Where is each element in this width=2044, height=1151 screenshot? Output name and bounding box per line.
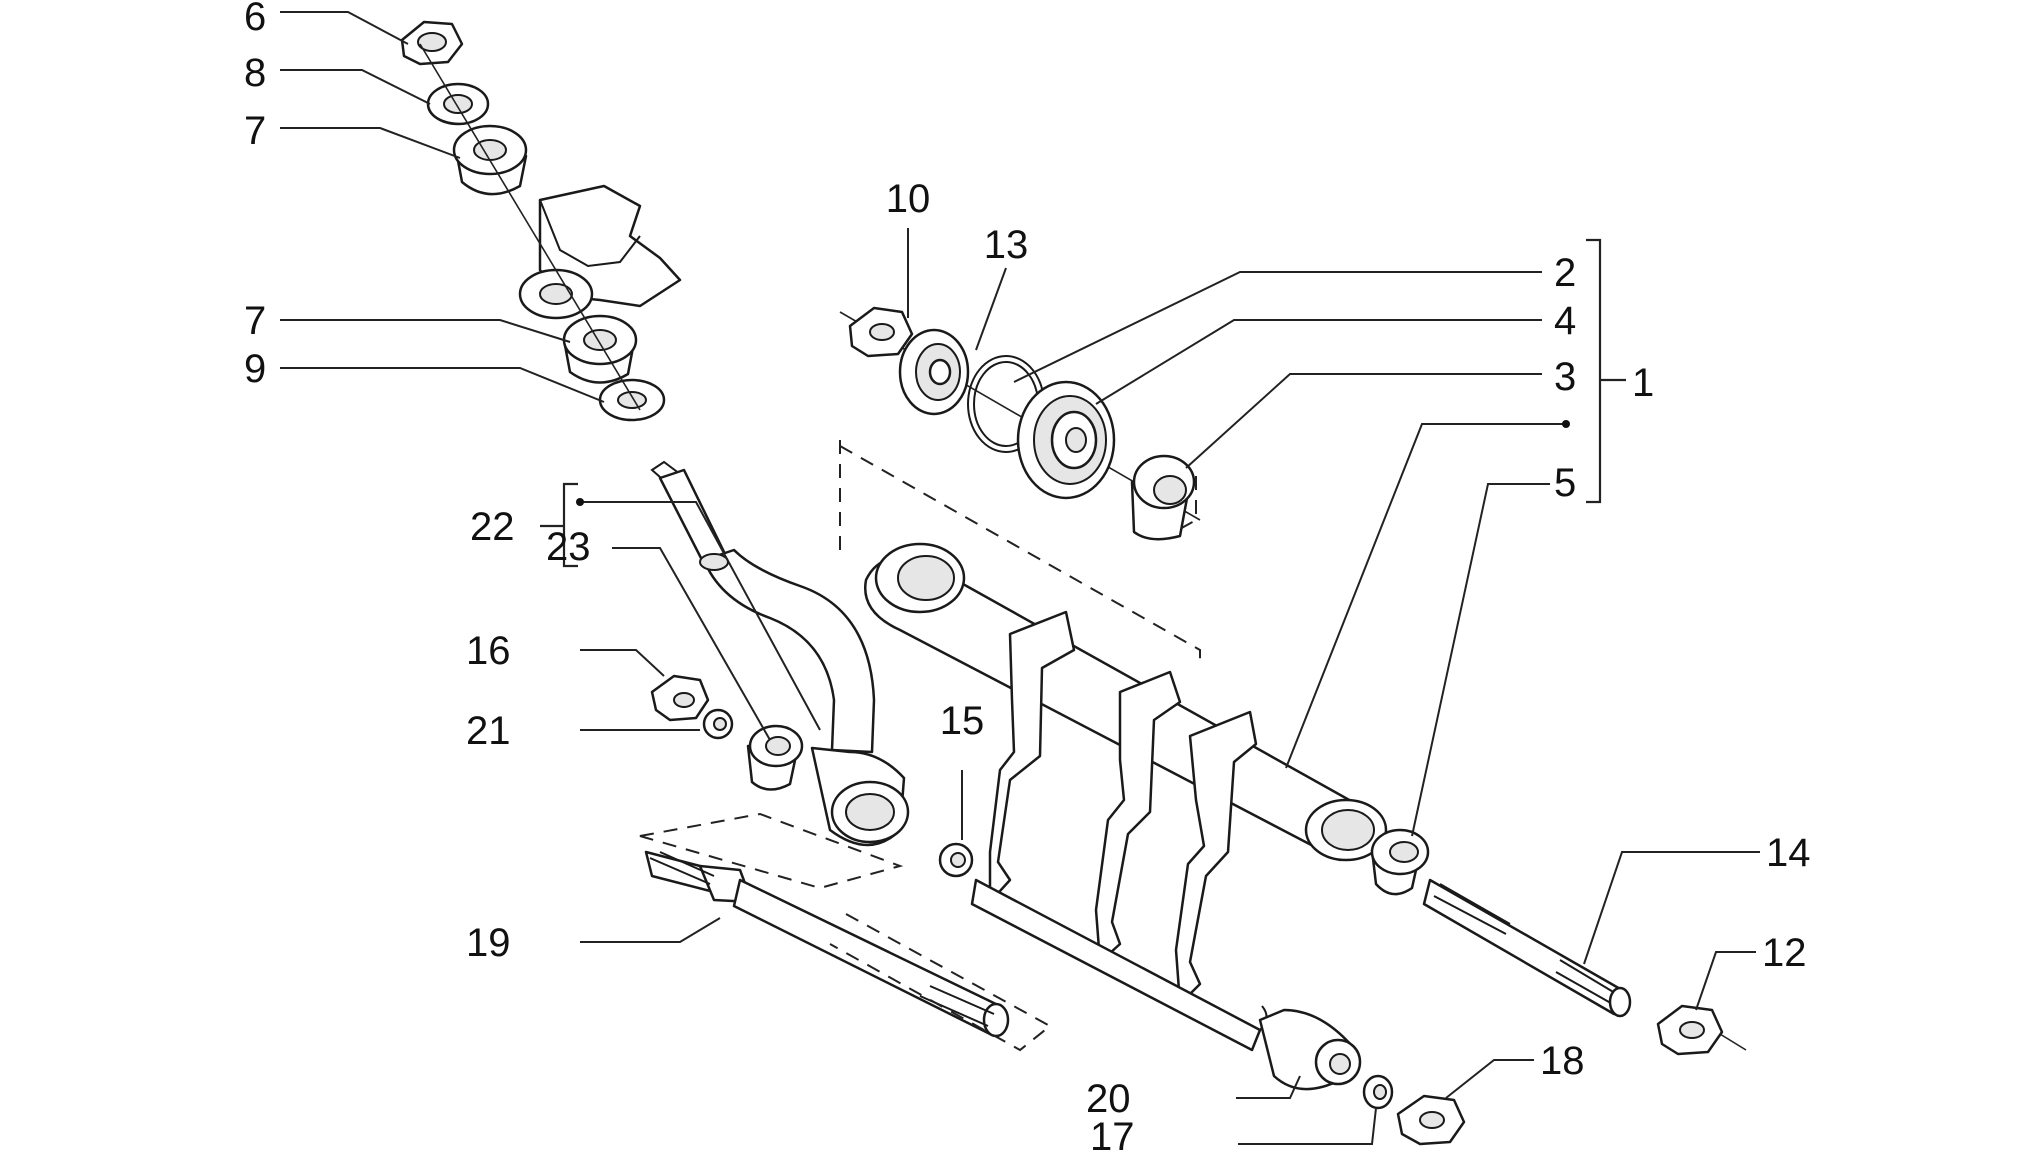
bracket-group-22 bbox=[540, 482, 578, 568]
callout-5: 5 bbox=[1554, 461, 1576, 505]
part-steering-bracket bbox=[518, 184, 682, 320]
part-washer-15 bbox=[938, 842, 974, 878]
callout-4: 4 bbox=[1554, 299, 1576, 343]
bearing-set-1 bbox=[839, 306, 1201, 541]
callout-labels: 6 8 7 7 9 10 13 2 4 3 1 5 22 23 16 21 15… bbox=[244, 0, 1811, 1151]
part-bearing-4 bbox=[1016, 380, 1116, 500]
callout-13: 13 bbox=[984, 223, 1029, 267]
bracket-group-1 bbox=[1586, 238, 1626, 504]
part-bushing-5 bbox=[1370, 828, 1430, 896]
callout-10: 10 bbox=[886, 177, 931, 221]
callout-7-upper: 7 bbox=[244, 109, 266, 153]
callout-9: 9 bbox=[244, 347, 266, 391]
part-washer-9 bbox=[598, 378, 666, 422]
part-washer-8 bbox=[426, 82, 490, 126]
callout-14: 14 bbox=[1766, 831, 1811, 875]
callout-1: 1 bbox=[1632, 361, 1654, 405]
callout-21: 21 bbox=[466, 709, 511, 753]
part-nut-6 bbox=[400, 20, 464, 66]
part-bushing-7-lower bbox=[562, 314, 638, 384]
part-seal-13 bbox=[898, 328, 970, 416]
callout-6: 6 bbox=[244, 0, 266, 39]
part-bolt-14 bbox=[1422, 878, 1632, 1018]
part-spacer-20 bbox=[1258, 1008, 1362, 1091]
part-bushing-3 bbox=[1130, 454, 1196, 541]
callout-3: 3 bbox=[1554, 355, 1576, 399]
part-bushing-7-upper bbox=[452, 124, 528, 196]
part-swingarm-frame-1 bbox=[839, 440, 1388, 1052]
part-washer-17 bbox=[1362, 1074, 1394, 1110]
part-nut-10 bbox=[848, 306, 914, 358]
callout-20: 20 bbox=[1086, 1077, 1131, 1121]
callout-18: 18 bbox=[1540, 1039, 1585, 1083]
callout-22: 22 bbox=[470, 505, 515, 549]
part-nut-12 bbox=[1656, 1004, 1747, 1056]
part-washer-21 bbox=[702, 708, 734, 740]
callout-8: 8 bbox=[244, 51, 266, 95]
callout-12: 12 bbox=[1762, 931, 1807, 975]
part-nut-18 bbox=[1396, 1094, 1466, 1146]
part-bolt-19 bbox=[639, 812, 1052, 1052]
callout-23: 23 bbox=[546, 525, 591, 569]
marker-dot-22 bbox=[576, 498, 584, 506]
callout-15: 15 bbox=[940, 699, 985, 743]
part-spacer-23 bbox=[746, 724, 804, 791]
part-nut-16 bbox=[650, 674, 710, 722]
callout-16: 16 bbox=[466, 629, 511, 673]
pivot-assembly-top bbox=[400, 20, 682, 422]
marker-dot-5 bbox=[1562, 420, 1570, 428]
callout-17: 17 bbox=[1090, 1115, 1135, 1151]
callout-7-lower: 7 bbox=[244, 299, 266, 343]
callout-19: 19 bbox=[466, 921, 511, 965]
leader-lines bbox=[280, 11, 1760, 1145]
callout-2: 2 bbox=[1554, 251, 1576, 295]
